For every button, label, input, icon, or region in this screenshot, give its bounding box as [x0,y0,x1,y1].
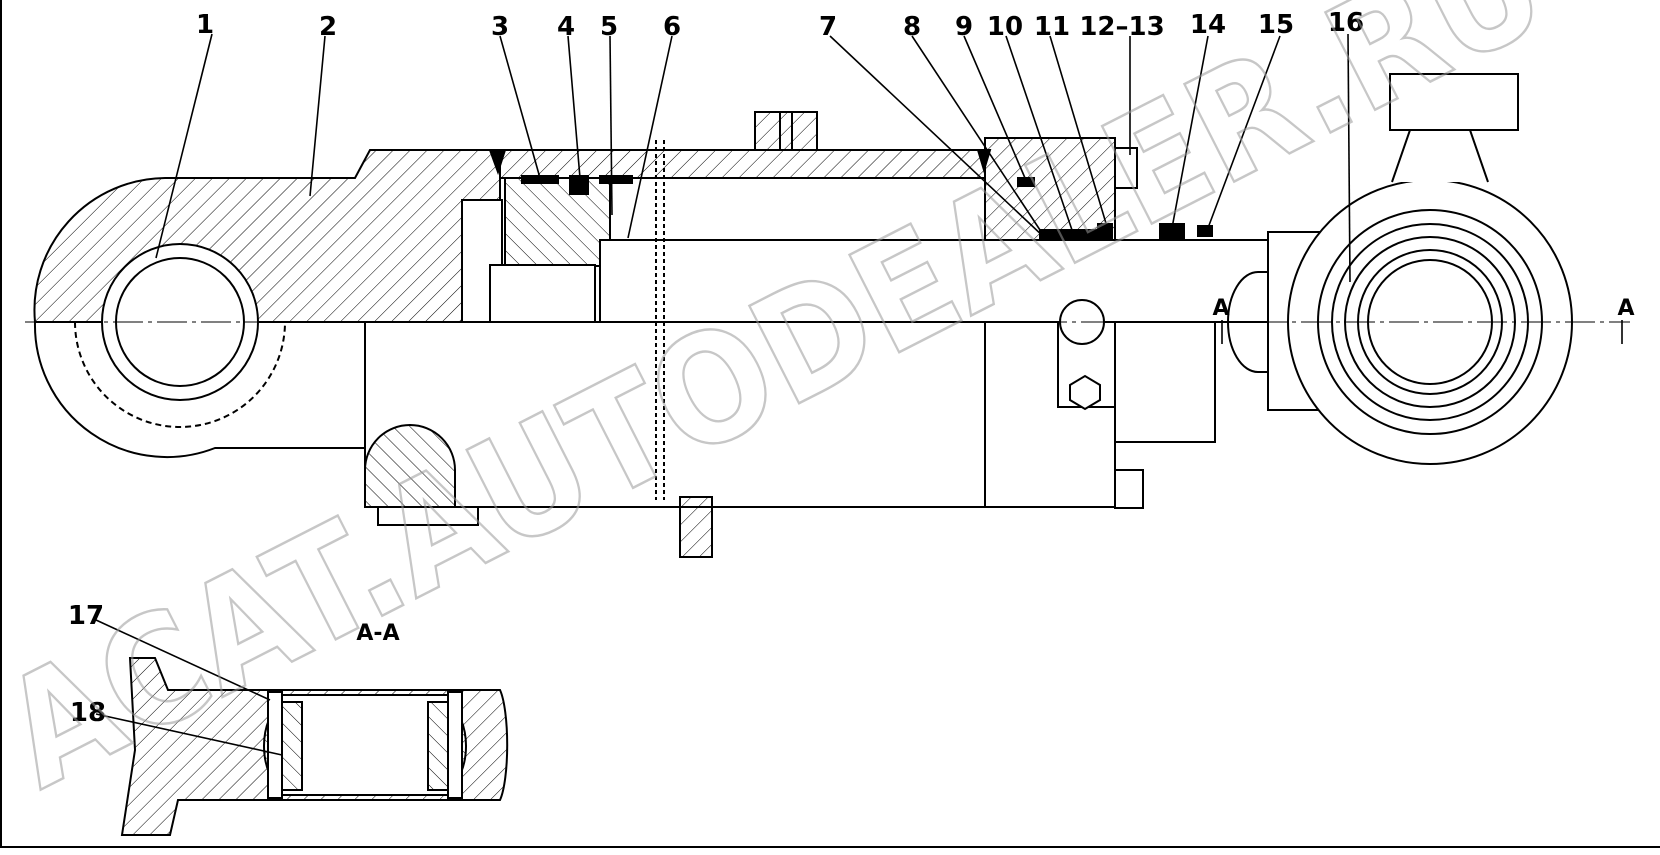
leader-6 [627,35,673,239]
leader-lines [95,33,1623,756]
gland-seal-11 [1097,223,1113,239]
port-boss-bottom [679,496,713,558]
barrel-bottom-boss [364,424,456,507]
rear-eye-lower [33,321,365,459]
callout-1: 1 [196,10,214,40]
callout-4: 4 [557,12,575,42]
leader-17 [95,619,271,701]
callout-18: 18 [70,698,106,728]
callout-8: 8 [903,12,921,42]
gland-clamp [1114,321,1216,443]
piston-spacer [489,264,596,323]
leader-4 [567,35,581,179]
callout-2: 2 [319,12,337,42]
leader-11 [1049,35,1109,231]
callout-labels: 1 2 3 4 5 6 7 8 9 10 11 12–13 14 15 16 1… [68,8,1635,728]
section-mark-right: A [1617,296,1634,321]
callout-9: 9 [955,12,973,42]
callout-15: 15 [1258,10,1294,40]
rear-eye-arc [74,321,286,428]
piston-seal-4 [569,175,589,195]
rod-eye-bore [1367,259,1493,385]
grease-fitting-mount [1391,129,1489,183]
bottom-bolt [377,506,479,526]
leader-8 [911,35,1041,231]
callout-12-13: 12–13 [1079,12,1164,42]
leader-7 [829,35,1046,239]
callout-14: 14 [1190,10,1226,40]
barrel-top-wall [499,149,986,179]
callout-6: 6 [663,12,681,42]
weld-8 [976,149,992,174]
leader-5 [609,35,613,216]
rear-eye-outline [33,149,501,323]
callout-16: 16 [1328,8,1364,38]
gland-flange [1114,147,1138,189]
section-title: A-A [356,621,399,646]
section-ring-right [447,691,463,799]
gland-bottom-flange [1114,469,1144,509]
leader-1 [155,33,213,259]
leader-14 [1171,35,1209,229]
gland-nut [1069,374,1101,411]
callout-7: 7 [819,12,837,42]
section-mark-left: A [1212,296,1229,321]
leader-15 [1207,35,1281,229]
leader-2 [309,35,326,197]
port-boss-top [754,111,818,151]
callout-17: 17 [68,601,104,631]
leader-3 [499,35,541,179]
grease-fitting [1389,73,1519,131]
weld-3 [488,149,507,176]
leader-18 [95,713,283,756]
callout-11: 11 [1034,12,1070,42]
piston-seal-5 [599,175,633,184]
leader-10 [1005,35,1073,231]
section-ring-left [267,691,283,799]
cylinder-parts [25,73,1630,836]
leader-16 [1347,33,1351,283]
callout-3: 3 [491,12,509,42]
leader-9 [963,35,1029,186]
piston [504,177,611,267]
callout-5: 5 [600,12,618,42]
gland-seal-15 [1197,225,1213,237]
callout-10: 10 [987,12,1023,42]
barrel-body [364,321,986,508]
piston-rod [599,239,1269,323]
